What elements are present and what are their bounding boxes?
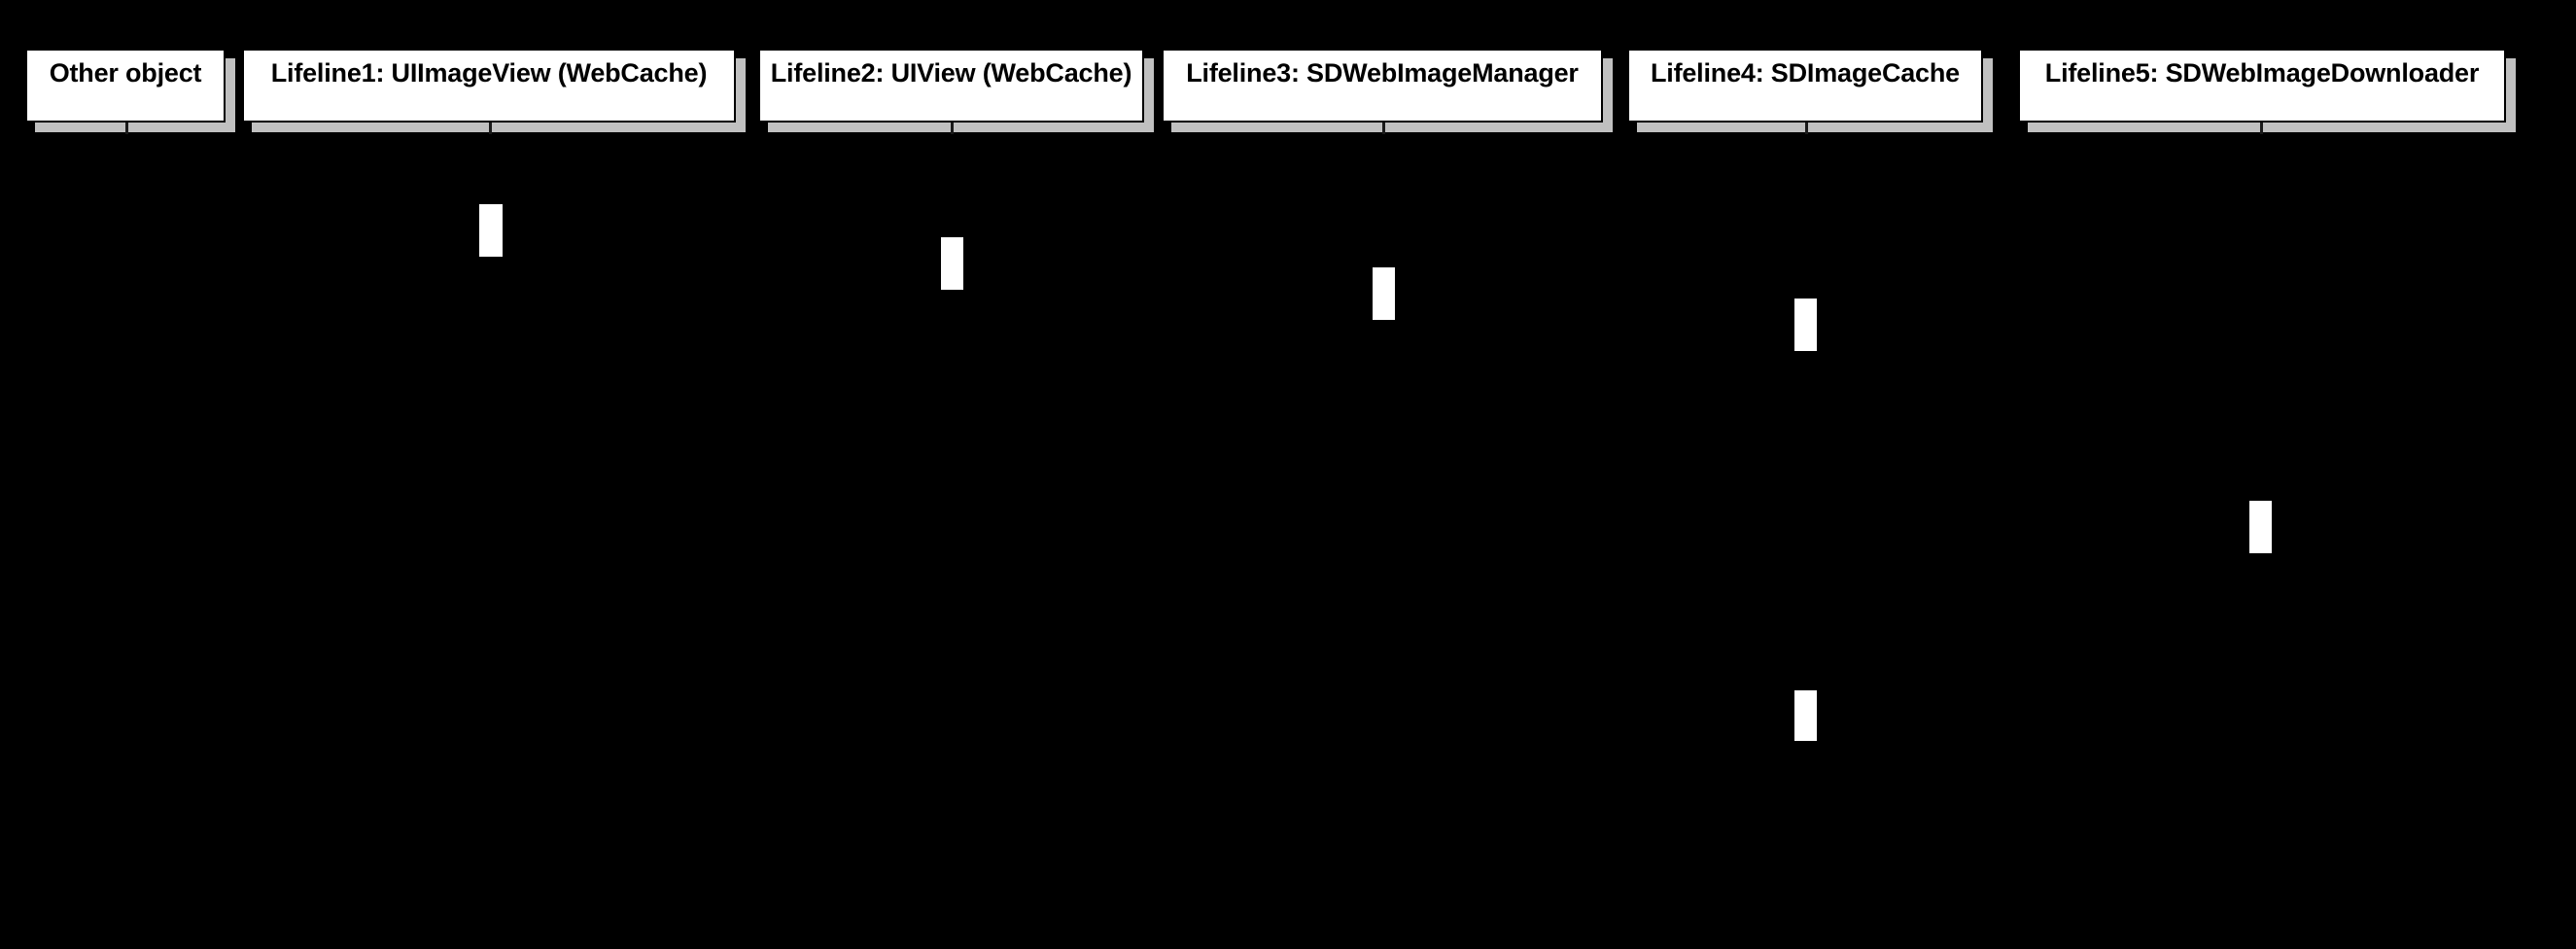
message-arrowhead-icon (1782, 292, 1793, 305)
lifeline-header-box[interactable]: Lifeline3: SDWebImageManager (1162, 49, 1603, 123)
message-arrowhead-icon (467, 197, 478, 211)
lifeline-label: Lifeline1: UIImageView (WebCache) (270, 58, 708, 88)
lifeline-header-box[interactable]: Other object (25, 49, 226, 123)
lifeline-origin-tick (2260, 123, 2263, 134)
lifeline-origin-tick (125, 123, 128, 134)
lifeline-origin-tick (951, 123, 954, 134)
message-line (504, 236, 940, 238)
lifeline-stem (951, 123, 954, 949)
lifeline-label: Lifeline3: SDWebImageManager (1186, 58, 1579, 88)
activation-bar (1793, 298, 1818, 352)
message-arrowhead-icon (2237, 494, 2248, 508)
lifeline-origin-tick (1382, 123, 1385, 134)
activation-bar (2248, 500, 2273, 554)
lifeline-origin-tick (489, 123, 492, 134)
lifeline-label: Lifeline2: UIView (WebCache) (770, 58, 1132, 88)
lifeline-stem (489, 123, 492, 949)
lifeline-stem (125, 123, 128, 949)
message-line (125, 203, 478, 205)
lifeline-stem (1382, 123, 1385, 949)
message-line (1818, 500, 2248, 502)
lifeline-origin-tick (1805, 123, 1808, 134)
lifeline-header-box[interactable]: Lifeline5: SDWebImageDownloader (2018, 49, 2506, 123)
message-arrowhead-icon (928, 230, 940, 244)
lifeline-label: Lifeline4: SDImageCache (1650, 58, 1960, 88)
lifeline-header-box[interactable]: Lifeline4: SDImageCache (1627, 49, 1983, 123)
activation-bar (1372, 266, 1396, 321)
lifeline-label: Other object (49, 58, 202, 88)
activation-bar (940, 236, 964, 291)
lifeline-header-box[interactable]: Lifeline1: UIImageView (WebCache) (242, 49, 736, 123)
activation-bar (478, 203, 504, 258)
lifeline-label: Lifeline5: SDWebImageDownloader (2044, 58, 2480, 88)
message-arrowhead-icon (1360, 261, 1372, 274)
message-line (1818, 689, 2248, 691)
activation-bar (1793, 689, 1818, 742)
lifeline-stem (1805, 123, 1808, 949)
message-line (964, 266, 1372, 268)
lifeline-header-box[interactable]: Lifeline2: UIView (WebCache) (758, 49, 1144, 123)
message-line (1396, 298, 1793, 299)
